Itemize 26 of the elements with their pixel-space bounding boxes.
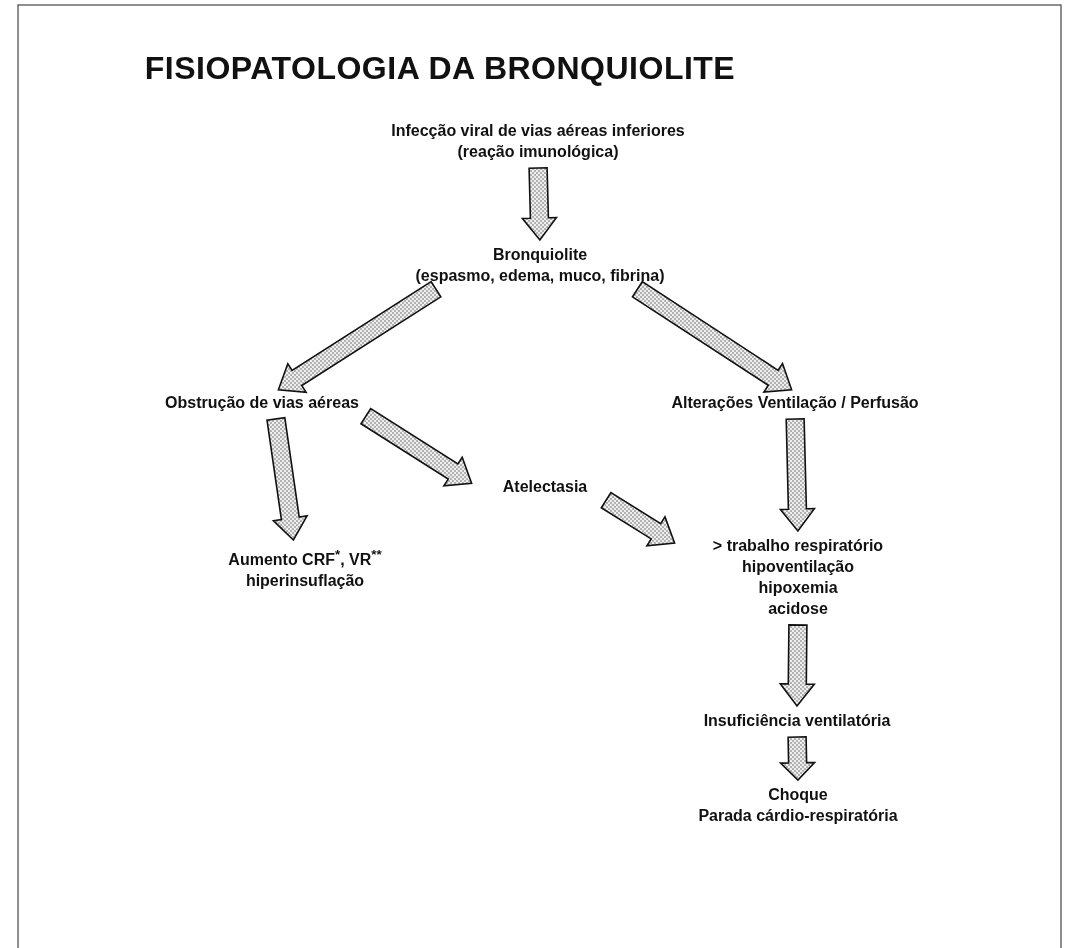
- node-text: Bronquiolite: [491, 245, 589, 265]
- node-text: (espasmo, edema, muco, fibrina): [414, 266, 666, 286]
- node-text: Alterações Ventilação / Perfusão: [670, 393, 920, 413]
- block-arrow: [520, 167, 558, 242]
- node-text: Insuficiência ventilatória: [702, 711, 892, 731]
- block-arrow: [778, 624, 816, 708]
- block-arrow: [600, 491, 676, 547]
- block-arrow: [266, 416, 309, 542]
- node-text: Obstrução de vias aéreas: [164, 393, 360, 413]
- block-arrow: [359, 407, 473, 487]
- block-arrow: [778, 418, 816, 533]
- node-text: Aumento CRF$^{*}$, VR$^{**}$: [227, 546, 383, 571]
- node-text: hiperinsuflação: [244, 571, 366, 592]
- block-arrow: [277, 280, 442, 394]
- node-text: hipoventilação: [741, 557, 855, 577]
- node-text: acidose: [767, 599, 829, 619]
- node-text: Parada cárdio-respiratória: [697, 806, 899, 826]
- node-text: > trabalho respiratório: [711, 536, 885, 556]
- node-text: Atelectasia: [501, 477, 589, 497]
- node-text: Infecção viral de vias aéreas inferiores: [390, 121, 686, 141]
- diagram-title: FISIOPATOLOGIA DA BRONQUIOLITE: [143, 50, 737, 87]
- node-text: Choque: [767, 785, 829, 805]
- block-arrow: [631, 280, 793, 393]
- node-text: (reação imunológica): [456, 142, 620, 162]
- node-text: hipoxemia: [757, 578, 839, 598]
- block-arrow: [778, 736, 817, 782]
